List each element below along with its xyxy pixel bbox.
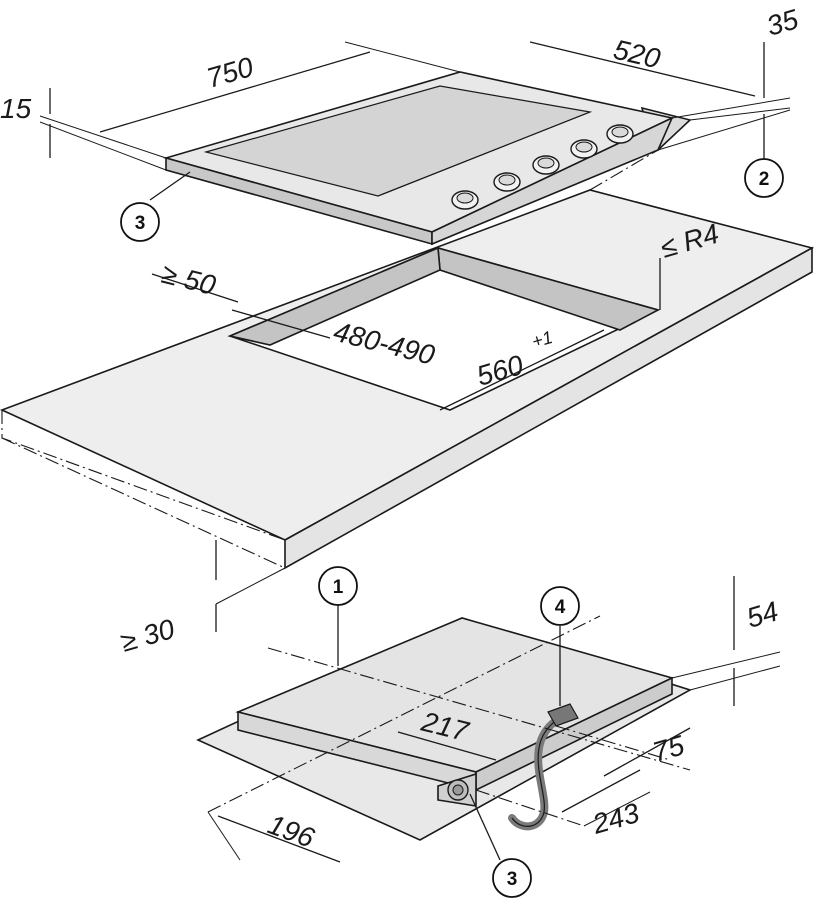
callout-3-bottom-label: 3 [507, 869, 518, 890]
dim-line-217 [397, 731, 497, 761]
axis-terminal [555, 725, 671, 761]
label-243: 243 [588, 797, 643, 840]
callout-3-top: 3 [120, 202, 160, 242]
axis-hose [475, 789, 585, 827]
dimension-lines-top [39, 41, 791, 632]
dim-line-243 [561, 769, 641, 813]
dim-line-50 [151, 273, 239, 303]
knob-1[interactable] [451, 190, 479, 210]
label-35: 35 [763, 3, 802, 42]
axis-cross [207, 615, 601, 813]
axis-diagonal [267, 647, 691, 771]
cutout-left-wall [227, 246, 441, 346]
knob-3[interactable] [532, 155, 560, 175]
label-75: 75 [649, 729, 688, 768]
terminal-box[interactable] [547, 703, 579, 727]
callout-2-label: 2 [759, 169, 770, 190]
callout-4-label: 4 [555, 597, 566, 618]
label-15: 15 [0, 93, 32, 124]
dim-line-750 [99, 51, 371, 133]
callout-2: 2 [744, 158, 784, 198]
callout-4: 4 [540, 586, 580, 626]
callout-1-label: 1 [333, 577, 344, 598]
callout-3-label: 3 [135, 213, 146, 234]
label-196: 196 [264, 809, 319, 854]
worktop [0, 189, 815, 570]
label-520: 520 [611, 34, 664, 75]
label-50: ≥ 50 [159, 258, 220, 301]
gas-connection[interactable] [437, 772, 477, 807]
dim-line-480-490 [231, 309, 331, 339]
worktop-front-edge [284, 246, 813, 570]
callout-1: 1 [318, 566, 358, 606]
knob-5[interactable] [606, 124, 634, 144]
dim-line-75 [603, 727, 691, 777]
worktop-bottom-continuation [1, 437, 286, 569]
hob [163, 71, 692, 246]
worktop-back-continuation [589, 189, 813, 249]
dim-line-520 [529, 41, 756, 97]
knob-2[interactable] [493, 172, 521, 192]
knob-4[interactable] [570, 139, 598, 159]
control-knobs [451, 124, 634, 210]
label-30: ≥ 30 [117, 613, 178, 658]
dim-line-560 [439, 329, 605, 411]
dim-line-196 [217, 815, 341, 863]
callout-3-bottom: 3 [492, 858, 532, 898]
dimension-lines-bottom [207, 576, 781, 863]
control-strip-line [377, 111, 591, 197]
label-54: 54 [743, 595, 781, 633]
